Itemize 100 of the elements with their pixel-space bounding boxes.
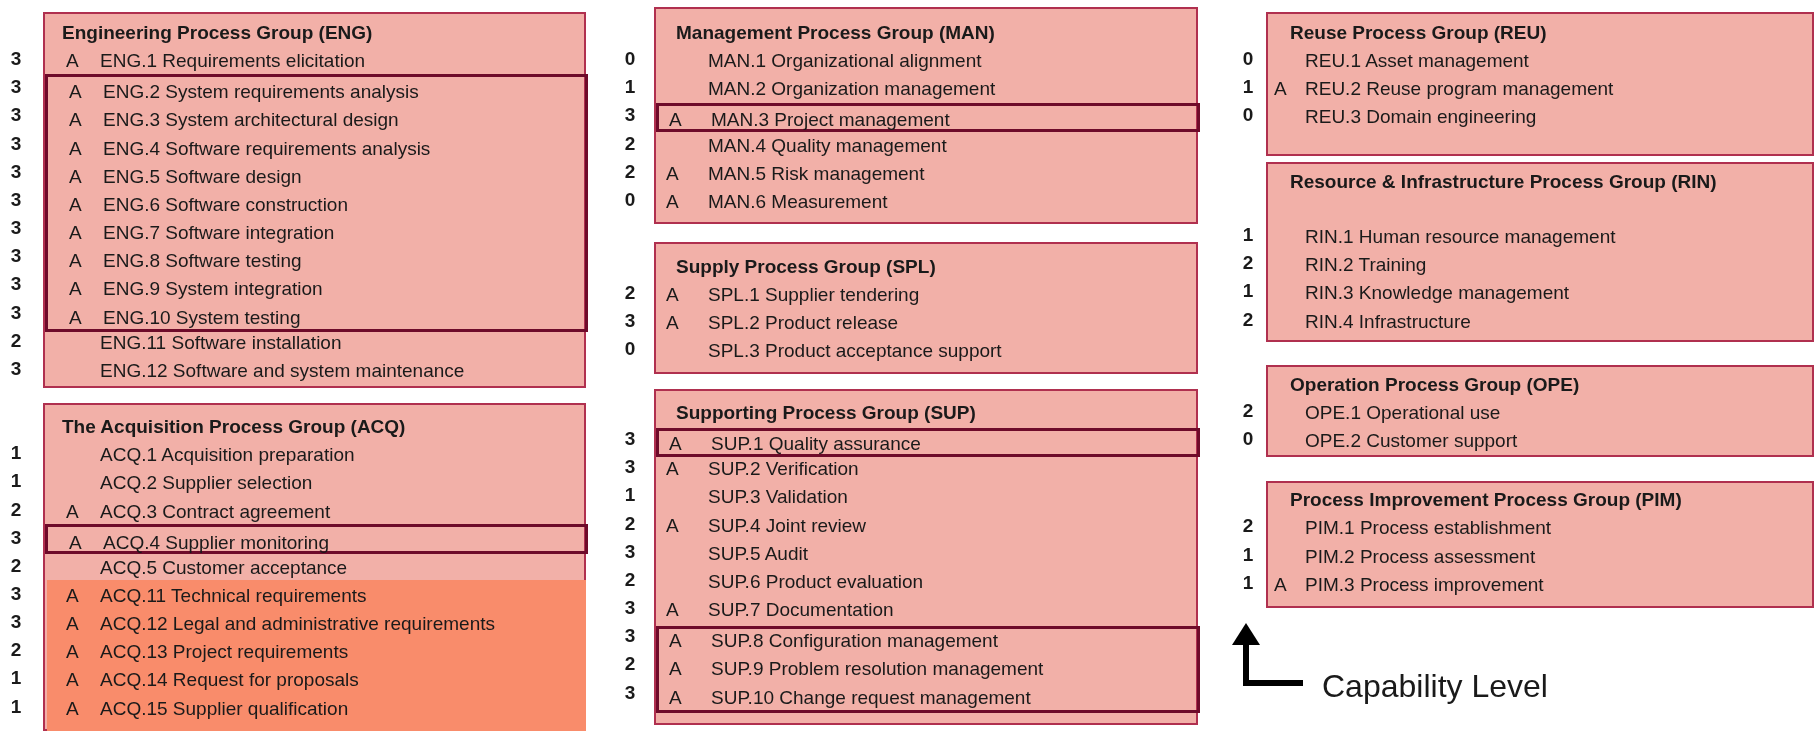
level-number: 2 bbox=[623, 567, 637, 592]
process-group-box bbox=[1266, 481, 1814, 608]
process-label: ACQ.13 Project requirements bbox=[100, 640, 349, 665]
process-group-box bbox=[654, 242, 1198, 374]
highlight-box bbox=[45, 524, 588, 554]
process-label: SUP.10 Change request management bbox=[711, 685, 1031, 710]
process-label: REU.2 Reuse program management bbox=[1305, 77, 1614, 102]
level-number: 3 bbox=[9, 525, 23, 550]
process-label: SUP.6 Product evaluation bbox=[708, 569, 924, 594]
level-number: 3 bbox=[9, 187, 23, 212]
level-number: 2 bbox=[9, 328, 23, 353]
marker-letter: A bbox=[1274, 77, 1287, 102]
marker-letter: A bbox=[669, 685, 682, 710]
process-label: SPL.2 Product release bbox=[708, 311, 899, 336]
level-number: 3 bbox=[9, 300, 23, 325]
marker-letter: A bbox=[69, 221, 82, 246]
level-number: 3 bbox=[9, 159, 23, 184]
group-heading: Engineering Process Group (ENG) bbox=[62, 21, 373, 45]
highlight-box bbox=[656, 428, 1200, 457]
process-label: ENG.10 System testing bbox=[103, 305, 301, 330]
level-number: 3 bbox=[9, 244, 23, 269]
marker-letter: A bbox=[666, 457, 679, 482]
level-number: 3 bbox=[9, 610, 23, 635]
process-label: ENG.11 Software installation bbox=[100, 330, 342, 355]
level-number: 1 bbox=[1241, 75, 1255, 100]
level-number: 1 bbox=[1241, 223, 1255, 248]
marker-letter: A bbox=[666, 283, 679, 308]
capability-level-label: Capability Level bbox=[1322, 667, 1548, 706]
level-number: 1 bbox=[9, 469, 23, 494]
marker-letter: A bbox=[666, 161, 679, 186]
marker-letter: A bbox=[69, 108, 82, 133]
process-label: ENG.1 Requirements elicitation bbox=[100, 49, 366, 74]
level-number: 2 bbox=[623, 159, 637, 184]
marker-letter: A bbox=[669, 657, 682, 682]
group-heading: Operation Process Group (OPE) bbox=[1290, 372, 1580, 397]
process-label: OPE.2 Customer support bbox=[1305, 429, 1518, 454]
level-number: 2 bbox=[623, 652, 637, 677]
level-number: 0 bbox=[623, 187, 637, 212]
highlight-band bbox=[47, 580, 586, 731]
marker-letter: A bbox=[669, 432, 682, 457]
group-heading: Resource & Infrastructure Process Group (RIN) bbox=[1290, 170, 1717, 195]
process-label: PIM.3 Process improvement bbox=[1305, 572, 1544, 597]
process-label: MAN.6 Measurement bbox=[708, 189, 888, 214]
level-number: 2 bbox=[1241, 514, 1255, 539]
marker-letter: A bbox=[669, 629, 682, 654]
marker-letter: A bbox=[69, 305, 82, 330]
marker-letter: A bbox=[666, 598, 679, 623]
level-number: 0 bbox=[1241, 427, 1255, 452]
process-group-box bbox=[43, 12, 586, 388]
process-label: SUP.9 Problem resolution management bbox=[711, 657, 1044, 682]
level-number: 1 bbox=[623, 75, 637, 100]
process-label: MAN.5 Risk management bbox=[708, 161, 925, 186]
group-heading: Supporting Process Group (SUP) bbox=[676, 401, 976, 425]
group-heading: Supply Process Group (SPL) bbox=[676, 254, 936, 279]
marker-letter: A bbox=[66, 612, 79, 637]
level-number: 3 bbox=[9, 47, 23, 72]
process-label: ACQ.2 Supplier selection bbox=[100, 471, 313, 496]
marker-letter: A bbox=[66, 584, 79, 608]
process-label: MAN.3 Project management bbox=[711, 108, 950, 133]
level-number: 2 bbox=[1241, 307, 1255, 332]
process-label: ENG.8 Software testing bbox=[103, 249, 302, 274]
level-number: 2 bbox=[623, 131, 637, 156]
level-number: 3 bbox=[623, 539, 637, 564]
level-number: 2 bbox=[9, 638, 23, 663]
marker-letter: A bbox=[69, 277, 82, 302]
process-label: ACQ.15 Supplier qualification bbox=[100, 696, 349, 721]
level-number: 1 bbox=[1241, 279, 1255, 304]
process-label: RIN.3 Knowledge management bbox=[1305, 281, 1570, 306]
marker-letter: A bbox=[669, 108, 682, 133]
process-label: REU.3 Domain engineering bbox=[1305, 105, 1537, 130]
level-number: 3 bbox=[9, 131, 23, 156]
level-number: 3 bbox=[9, 582, 23, 606]
highlight-box bbox=[45, 74, 588, 332]
process-label: ACQ.12 Legal and administrative requirements bbox=[100, 612, 495, 637]
process-label: SUP.4 Joint review bbox=[708, 513, 867, 538]
marker-letter: A bbox=[69, 164, 82, 189]
group-heading: Process Improvement Process Group (PIM) bbox=[1290, 488, 1682, 513]
process-label: ACQ.14 Request for proposals bbox=[100, 668, 359, 693]
level-number: 3 bbox=[9, 216, 23, 241]
level-number: 2 bbox=[9, 553, 23, 578]
level-number: 3 bbox=[9, 75, 23, 100]
level-number: 3 bbox=[623, 427, 637, 452]
level-number: 2 bbox=[1241, 251, 1255, 276]
process-label: ENG.2 System requirements analysis bbox=[103, 80, 419, 105]
marker-letter: A bbox=[666, 189, 679, 214]
level-number: 3 bbox=[623, 103, 637, 128]
process-label: SUP.1 Quality assurance bbox=[711, 432, 921, 457]
process-label: SUP.7 Documentation bbox=[708, 598, 894, 623]
process-label: RIN.4 Infrastructure bbox=[1305, 309, 1471, 334]
level-number: 3 bbox=[623, 680, 637, 705]
process-label: ACQ.11 Technical requirements bbox=[100, 584, 367, 608]
level-number: 2 bbox=[623, 511, 637, 536]
marker-letter: A bbox=[69, 192, 82, 217]
process-label: ACQ.1 Acquisition preparation bbox=[100, 443, 355, 468]
process-label: ACQ.5 Customer acceptance bbox=[100, 555, 348, 580]
level-number: 1 bbox=[1241, 570, 1255, 595]
process-label: MAN.2 Organization management bbox=[708, 77, 996, 102]
level-number: 1 bbox=[9, 694, 23, 719]
level-number: 3 bbox=[623, 624, 637, 649]
marker-letter: A bbox=[66, 696, 79, 721]
